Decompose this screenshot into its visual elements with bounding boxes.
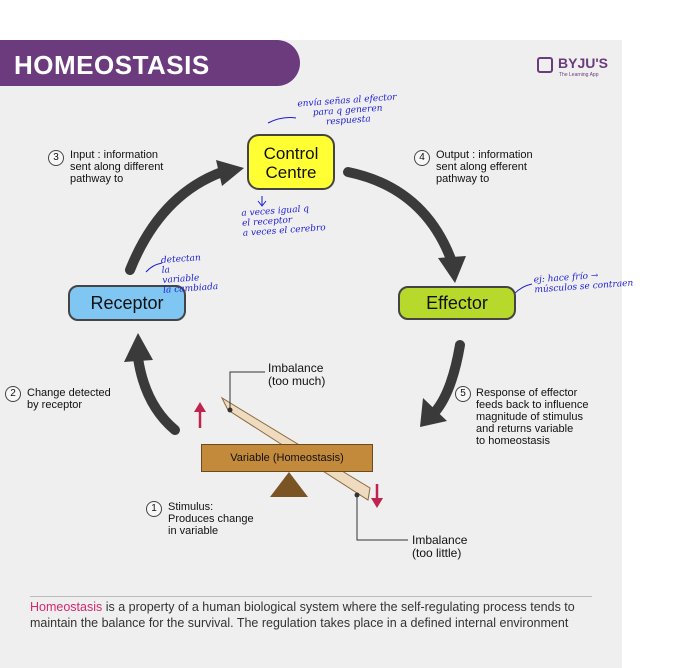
receptor-box: Receptor <box>68 285 186 321</box>
imbalance-too-little: Imbalance (too little) <box>412 533 468 560</box>
footer-divider <box>30 596 592 597</box>
footer-definition: Homeostasis is a property of a human bio… <box>30 600 600 631</box>
logo-mark-icon <box>537 57 553 73</box>
handwritten-note-control-bottom: a veces igual q el receptor a veces el c… <box>241 204 326 239</box>
logo-tagline: The Learning App <box>559 72 599 78</box>
hand-arrow-control <box>267 117 297 124</box>
imbalance-too-much: Imbalance (too much) <box>268 361 326 388</box>
step-3-number: 3 <box>48 150 64 166</box>
receptor-label: Receptor <box>90 293 164 313</box>
arrow-control-to-effector <box>343 167 457 267</box>
step-4-number: 4 <box>414 150 430 166</box>
hand-arrow-effector <box>513 283 533 295</box>
handwritten-note-receptor: detectan la variable la cambiada <box>160 253 219 296</box>
up-arrow-icon <box>194 402 206 412</box>
hand-arrow-receptor <box>145 262 163 273</box>
arrowhead-seesaw <box>420 398 447 427</box>
variable-beam: Variable (Homeostasis) <box>201 444 373 472</box>
control-centre-box: Control Centre <box>247 134 335 190</box>
step-5-text: Response of effector feeds back to influ… <box>476 387 589 447</box>
effector-box: Effector <box>398 286 516 320</box>
brand-logo: BYJU'S The Learning App <box>537 55 617 85</box>
arrowhead-receptor <box>124 333 153 362</box>
step-2-text: Change detected by receptor <box>27 387 111 411</box>
footer-text: is a property of a human biological syst… <box>30 600 575 630</box>
arrowhead-effector <box>438 256 466 283</box>
hand-arrow-down <box>257 196 267 207</box>
leader-line-too-little <box>356 495 408 541</box>
step-5-number: 5 <box>455 386 471 402</box>
step-2-number: 2 <box>5 386 21 402</box>
down-arrow-icon <box>371 498 383 508</box>
effector-label: Effector <box>426 293 488 313</box>
leader-line-too-much <box>229 371 265 410</box>
logo-name: BYJU'S <box>558 55 609 71</box>
control-centre-label: Control Centre <box>263 144 319 182</box>
footer-term: Homeostasis <box>30 600 103 614</box>
page-title: HOMEOSTASIS <box>14 50 210 80</box>
arrow-seesaw-to-receptor <box>133 353 180 435</box>
title-banner <box>0 40 300 86</box>
step-1-text: Stimulus: Produces change in variable <box>168 501 254 537</box>
arrow-receptor-to-control <box>125 167 227 275</box>
step-1-number: 1 <box>146 501 162 517</box>
step-3-text: Input : information sent along different… <box>70 149 164 185</box>
leader-dot-too-little <box>354 492 360 498</box>
leader-dot-too-much <box>227 407 233 413</box>
arrow-effector-to-seesaw <box>430 340 465 417</box>
seesaw-fulcrum <box>270 472 308 497</box>
arrowhead-control <box>216 160 244 186</box>
step-4-text: Output : information sent along efferent… <box>436 149 533 185</box>
